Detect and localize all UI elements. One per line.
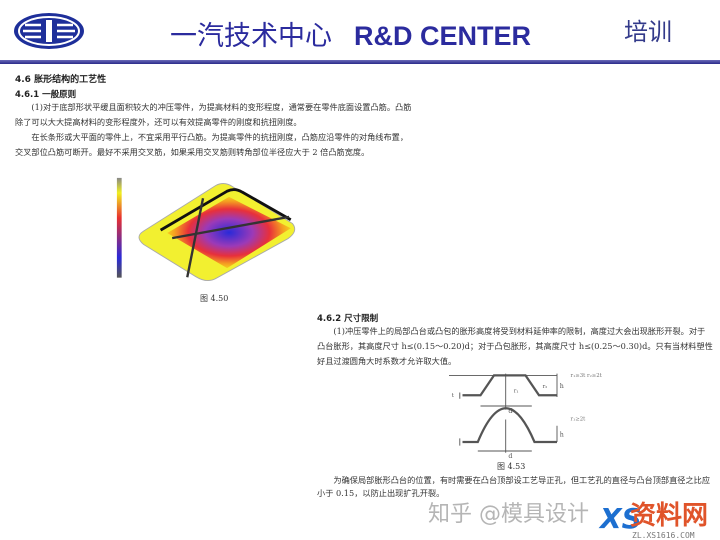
header-divider <box>0 60 720 64</box>
xs-logo: XS <box>600 502 642 535</box>
slide-title: 一汽技术中心 R&D CENTER <box>170 14 531 53</box>
slide-header: 一汽技术中心 R&D CENTER 培训 <box>0 0 720 62</box>
label-h: h <box>560 383 564 390</box>
site-url: ZL.XS1616.COM <box>632 531 695 540</box>
section-label: 培训 <box>624 18 672 46</box>
subsection-heading: 4.6.1 一般原则 <box>15 90 77 100</box>
figure-caption: 图 4.53 <box>497 462 526 471</box>
label-d: d <box>508 408 512 415</box>
zhihu-watermark: 知乎 @模具设计 <box>428 502 589 527</box>
site-name: 资料网 <box>630 501 709 531</box>
section-heading: 4.6 胀形结构的工艺性 <box>15 75 107 85</box>
site-watermark: XS 资料网 ZL.XS1616.COM <box>600 502 720 540</box>
faw-logo <box>14 13 84 49</box>
subsection-heading: 4.6.2 尺寸限制 <box>317 314 379 324</box>
label-h: h <box>560 432 564 439</box>
title-cn: 一汽技术中心 <box>170 21 332 52</box>
fea-contour-figure <box>116 177 296 282</box>
paragraph: (1)冲压零件上的局部凸台或凸包的胀形高度将受到材料延伸率的限制，高度过大会出现… <box>317 326 713 366</box>
note-bump: r₁≥3t r₂≥2t <box>571 373 603 379</box>
label-r2: r₂ <box>543 384 548 390</box>
title-en: R&D CENTER <box>354 21 532 51</box>
emboss-dimension-diagram: d d h h r₁ r₂ t r₁≥3t r₂≥2t r₁≥2t <box>449 373 603 460</box>
note-dome: r₁≥2t <box>571 416 587 422</box>
label-d: d <box>508 453 512 460</box>
figure-caption: 图 4.50 <box>200 294 229 303</box>
paragraph: 在长条形或大平面的零件上，不宜采用平行凸筋。为提高零件的抗扭刚度，凸筋应沿零件的… <box>15 132 409 157</box>
paragraph: 为确保局部胀形凸台的位置，有时需要在凸台顶部设工艺导正孔，但工艺孔的直径与凸台顶… <box>317 475 711 498</box>
label-t: t <box>452 393 455 399</box>
paragraph: (1)对于底部形状平缓且面积较大的冲压零件，为提高材料的变形程度，通常要在零件底… <box>15 102 412 127</box>
label-r1: r₁ <box>514 389 519 395</box>
